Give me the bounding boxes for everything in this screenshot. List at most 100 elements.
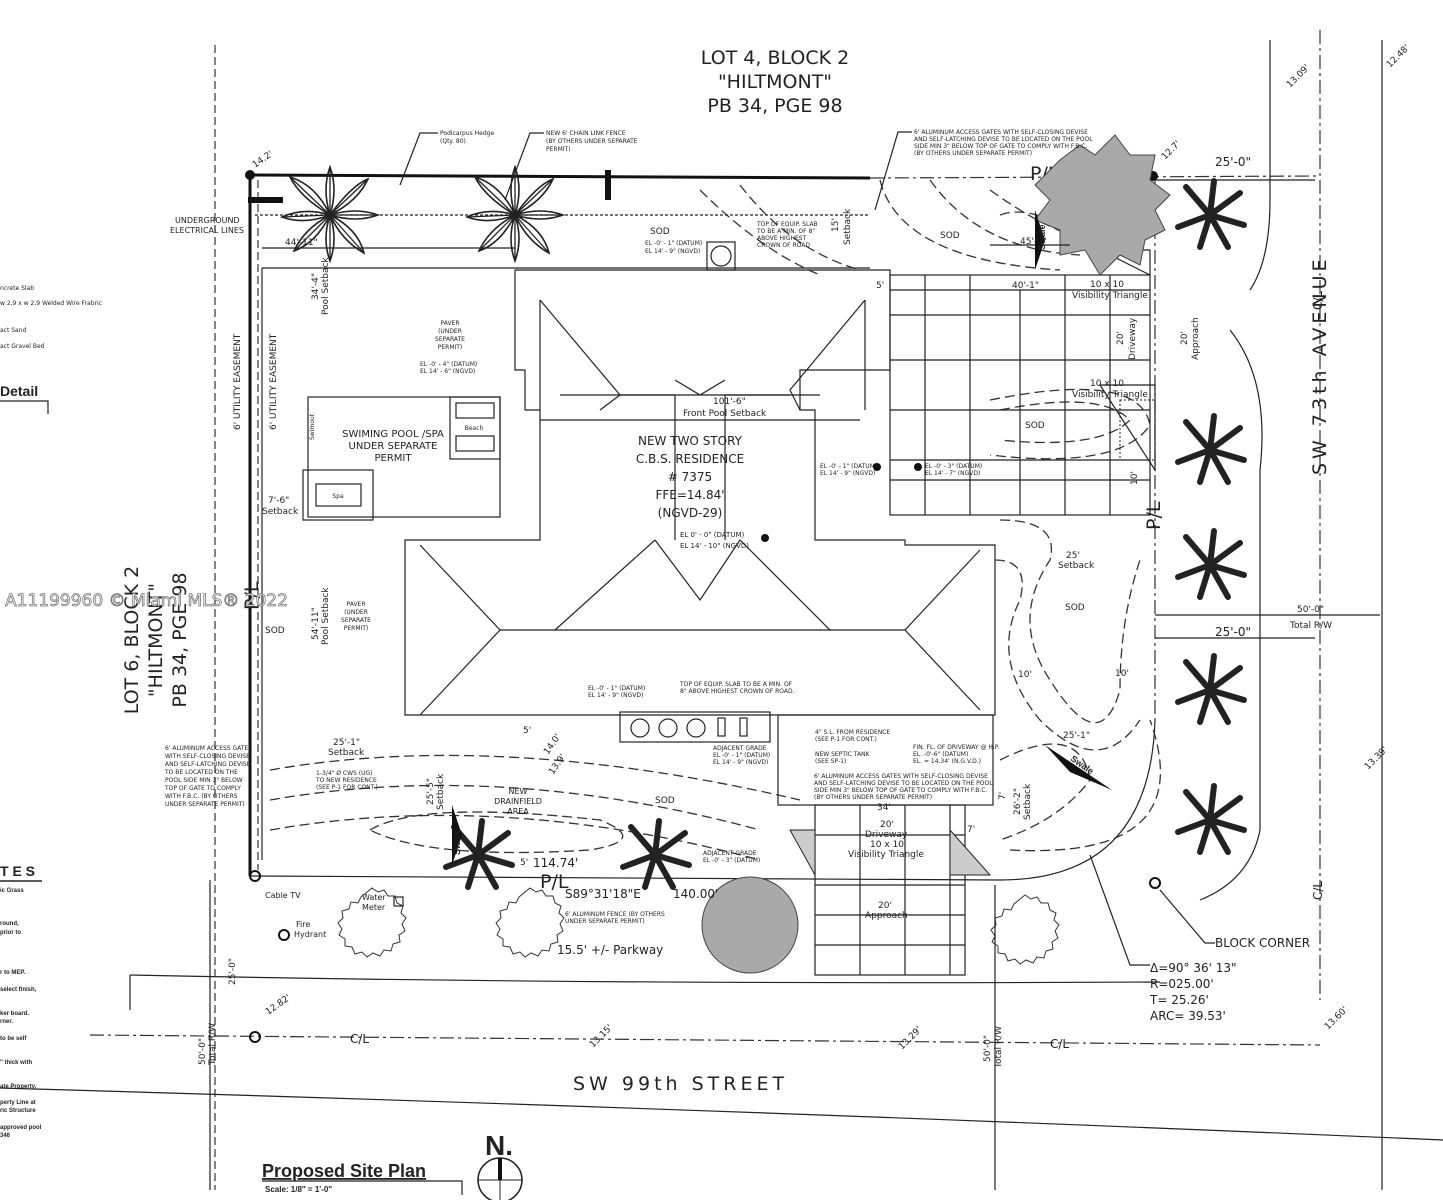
dim-label: 10 x 10 [1090, 379, 1124, 389]
note-line: round, [0, 921, 19, 927]
centerline-label: C/L [1050, 1037, 1069, 1051]
bearing-label: S89°31'18"E [565, 887, 641, 901]
drainfield-label: NEW DRAINFIELD AREA [494, 787, 542, 816]
annotations: SOD SOD SOD SOD SOD SOD Swale Swale Swal… [164, 129, 1112, 941]
fence-note: UNDER SEPARATE PERMIT) [565, 918, 645, 925]
dim-label: Setback [843, 208, 853, 245]
notes-partial: T E S ic Grass round, prior to r to MEP.… [0, 863, 42, 1139]
dim-label: Driveway [1128, 317, 1138, 360]
lot-north-line: PB 34, PGE 98 [707, 95, 842, 117]
paver-text: PERMIT) [438, 344, 463, 351]
note-line: 346 [0, 1133, 11, 1139]
dim-label: 50'-0" [198, 1038, 208, 1065]
fire-hydrant-icon [278, 929, 290, 941]
paver-text: SEPARATE [435, 336, 465, 343]
paver-text: PAVER [346, 601, 365, 608]
spot-elevation: 14.2' [251, 149, 275, 170]
note-line: (SEE P-1 FOR CONT.) [316, 784, 378, 791]
note-line: r to MEP. [0, 970, 26, 976]
palm-tree [1178, 181, 1244, 247]
dim-label: 10' [1115, 669, 1129, 679]
dim-label: Visibility Triangle [848, 850, 924, 860]
elevation: EL -0' - 3" (DATUM) [925, 463, 982, 470]
detail-item: act Sand [0, 327, 27, 334]
fence-label: NEW 6' CHAIN LINK FENCE [546, 130, 626, 137]
watermark: A11199960 © Miami MLS® 2022 [5, 591, 288, 611]
spot-elevation: 13.39' [1363, 745, 1390, 772]
pool-label: SWIMING POOL /SPA [342, 429, 444, 440]
dim-label: 10 x 10 [1090, 280, 1124, 290]
sod-label: SOD [650, 227, 670, 237]
block-corner-label: BLOCK CORNER [1215, 936, 1310, 950]
dim-label: Total R/W [208, 1023, 218, 1066]
note-line: (BY OTHERS UNDER SEPARATE PERMIT) [814, 794, 932, 801]
palm-tree [466, 166, 564, 262]
note-line: 6' ALUMINUM ACCESS GATES [165, 745, 252, 752]
swale-arrow [1045, 745, 1112, 790]
swimming-pool: SWIMING POOL /SPA UNDER SEPARATE PERMIT … [302, 396, 501, 521]
sod-label: SOD [940, 231, 960, 241]
paver-text: SEPARATE [341, 617, 371, 624]
palm-tree [1178, 416, 1244, 482]
elevation: EL 14' - 6" (NGVD) [420, 368, 475, 375]
lot-north-line: LOT 4, BLOCK 2 [701, 47, 849, 69]
detail-item: ncrete Slab [0, 285, 34, 292]
dim-label: Pool Setback [321, 257, 331, 315]
note-line: AND SELF-LATCHING DEVISE TO BE LOCATED O… [914, 136, 1093, 143]
equip-note-n: TOP OF EQUIP. SLAB TO BE A MIN. OF 8" AB… [645, 221, 818, 255]
paver-text: (UNDER [438, 328, 462, 335]
note-line: POOL SIDE MIN 3" BELOW [165, 777, 243, 784]
note-line: NEW [509, 787, 528, 796]
dim-label: 50'-0" [1297, 605, 1324, 615]
note-line: TO NEW RESIDENCE [315, 777, 377, 784]
dim-label: 34' [877, 803, 891, 813]
note-line: AREA [507, 807, 529, 816]
note-line: rner. [0, 1019, 13, 1025]
dim-label: 20' [1116, 331, 1126, 345]
water-meter-label: Water [362, 893, 386, 902]
house-elevation: EL 14' - 10" (NGVD) [680, 542, 749, 550]
dim-label: Approach [865, 911, 908, 921]
underground-label: ELECTRICAL LINES [170, 226, 244, 235]
drawing-scale: Scale: 1/8" = 1'-0" [265, 1185, 332, 1194]
note-line: UNDER SEPARATE PERMIT) [165, 801, 245, 808]
note-line: ABOVE HIGHEST [757, 235, 807, 242]
elevation: EL -0' - 1" (DATUM) [588, 685, 645, 692]
dim-label: Pool Setback [321, 587, 331, 645]
note-line: 6' ALUMINUM ACCESS GATES WITH SELF-CLOSI… [914, 129, 1088, 136]
dim-label: 50'-0" [983, 1035, 993, 1062]
note-line: NEW SEPTIC TANK [815, 751, 871, 758]
house-label: NEW TWO STORY C.B.S. RESIDENCE # 7375 FF… [636, 434, 769, 550]
dim-label: 5' [520, 858, 528, 868]
swimout-label: Swimout [309, 413, 316, 440]
note-line: select finish, [0, 987, 37, 993]
curve-data: BLOCK CORNER Δ=90° 36' 13" R=025.00' T= … [1089, 854, 1310, 1023]
note-line: WITH F.B.C. (BY OTHERS [165, 793, 238, 800]
note-line: SIDE MIN 3" BELOW TOP OF GATE TO COMPLY … [814, 787, 987, 794]
note-line: DRAINFIELD [494, 797, 542, 806]
house-footprint [404, 269, 996, 716]
elevation: EL -0' - 1" (DATUM) [645, 240, 702, 247]
dim-label: 45'-1" [1020, 237, 1047, 247]
dim-label: Setback [262, 507, 299, 517]
spot-elevation: 12.48' [1385, 43, 1412, 70]
note-line: SIDE MIN 3" BELOW TOP OF GATE TO COMPLY … [914, 143, 1087, 150]
dim-label: 44'-11" [285, 238, 318, 248]
note-line: TOP OF EQUIP. SLAB [756, 221, 818, 228]
palm-tree [1178, 531, 1244, 597]
dim-label: 40'-1" [1012, 281, 1039, 291]
dim-label: 20' [1180, 331, 1190, 345]
note-line: prior to [0, 930, 21, 936]
dim-label: 25'-0" [228, 958, 238, 985]
curve-tangent: T= 25.26' [1149, 993, 1209, 1007]
dim-label: Setback [1058, 561, 1095, 571]
palm-tree [1178, 786, 1244, 852]
spa-label: Spa [332, 493, 344, 500]
dim-label: 25' [1066, 551, 1080, 561]
pl-label: P/L [1143, 501, 1165, 530]
dim-label: 20' [878, 901, 892, 911]
note-line: TOP OF GATE TO COMPLY [164, 785, 241, 792]
note-line: ate Property. [0, 1084, 37, 1090]
lot-west-line: PB 34, PGE 98 [169, 572, 191, 707]
centerline-label: C/L [1311, 881, 1325, 900]
